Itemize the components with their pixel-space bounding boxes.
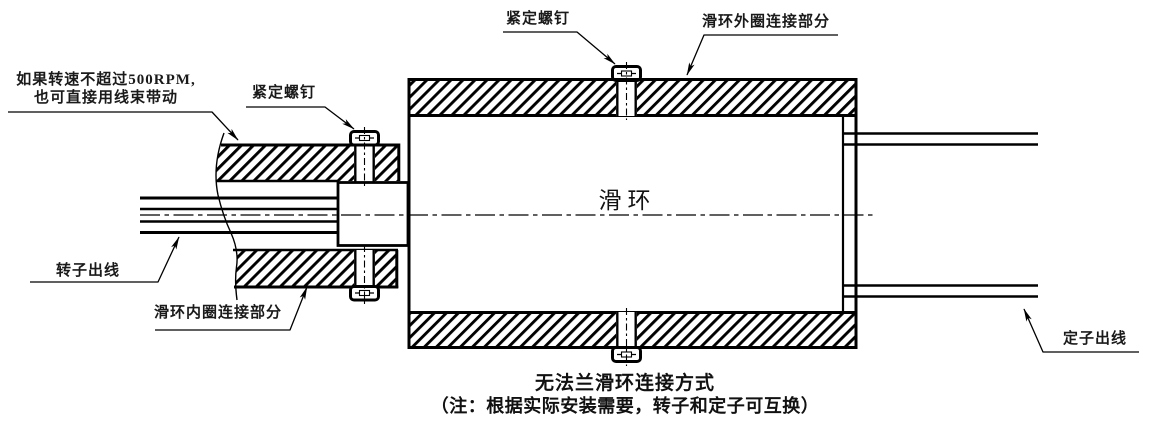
leader-rpm-note xyxy=(8,111,239,141)
leader-set-screw-left xyxy=(246,106,355,130)
label-stator-wires: 定子出线 xyxy=(1063,331,1128,347)
leader-stator-wires xyxy=(1023,308,1139,353)
drawing-caption: 无法兰滑环连接方式 （注：根据实际安装需要，转子和定子可互换） xyxy=(330,372,920,417)
slip-ring-outline xyxy=(407,78,858,349)
label-outer-ring: 滑环外圈连接部分 xyxy=(702,14,831,30)
label-set-screw-left: 紧定螺钉 xyxy=(252,85,317,101)
label-rpm-note: 如果转速不超过500RPM, 也可直接用线束带动 xyxy=(4,71,208,107)
caption-note: （注：根据实际安装需要，转子和定子可互换） xyxy=(430,396,820,416)
rotor-wires-lines xyxy=(140,196,339,234)
label-slip-ring: 滑环 xyxy=(598,188,657,213)
label-rpm-note-line1: 如果转速不超过500RPM, xyxy=(16,72,196,88)
label-rotor-wires: 转子出线 xyxy=(56,263,121,279)
leader-rotor-wires xyxy=(30,236,180,283)
label-inner-ring: 滑环内圈连接部分 xyxy=(154,305,283,321)
stator-wires-lines xyxy=(843,132,1038,298)
caption-title: 无法兰滑环连接方式 xyxy=(534,373,715,394)
label-set-screw-top: 紧定螺钉 xyxy=(506,11,571,27)
leader-set-screw-top xyxy=(503,31,616,65)
screw-center-lines xyxy=(363,62,628,366)
label-rpm-note-line2: 也可直接用线束带动 xyxy=(33,90,178,106)
leader-lines xyxy=(8,31,1139,353)
leader-outer-ring xyxy=(686,34,838,76)
leader-inner-ring xyxy=(155,286,308,331)
shaft-boss xyxy=(336,181,410,247)
